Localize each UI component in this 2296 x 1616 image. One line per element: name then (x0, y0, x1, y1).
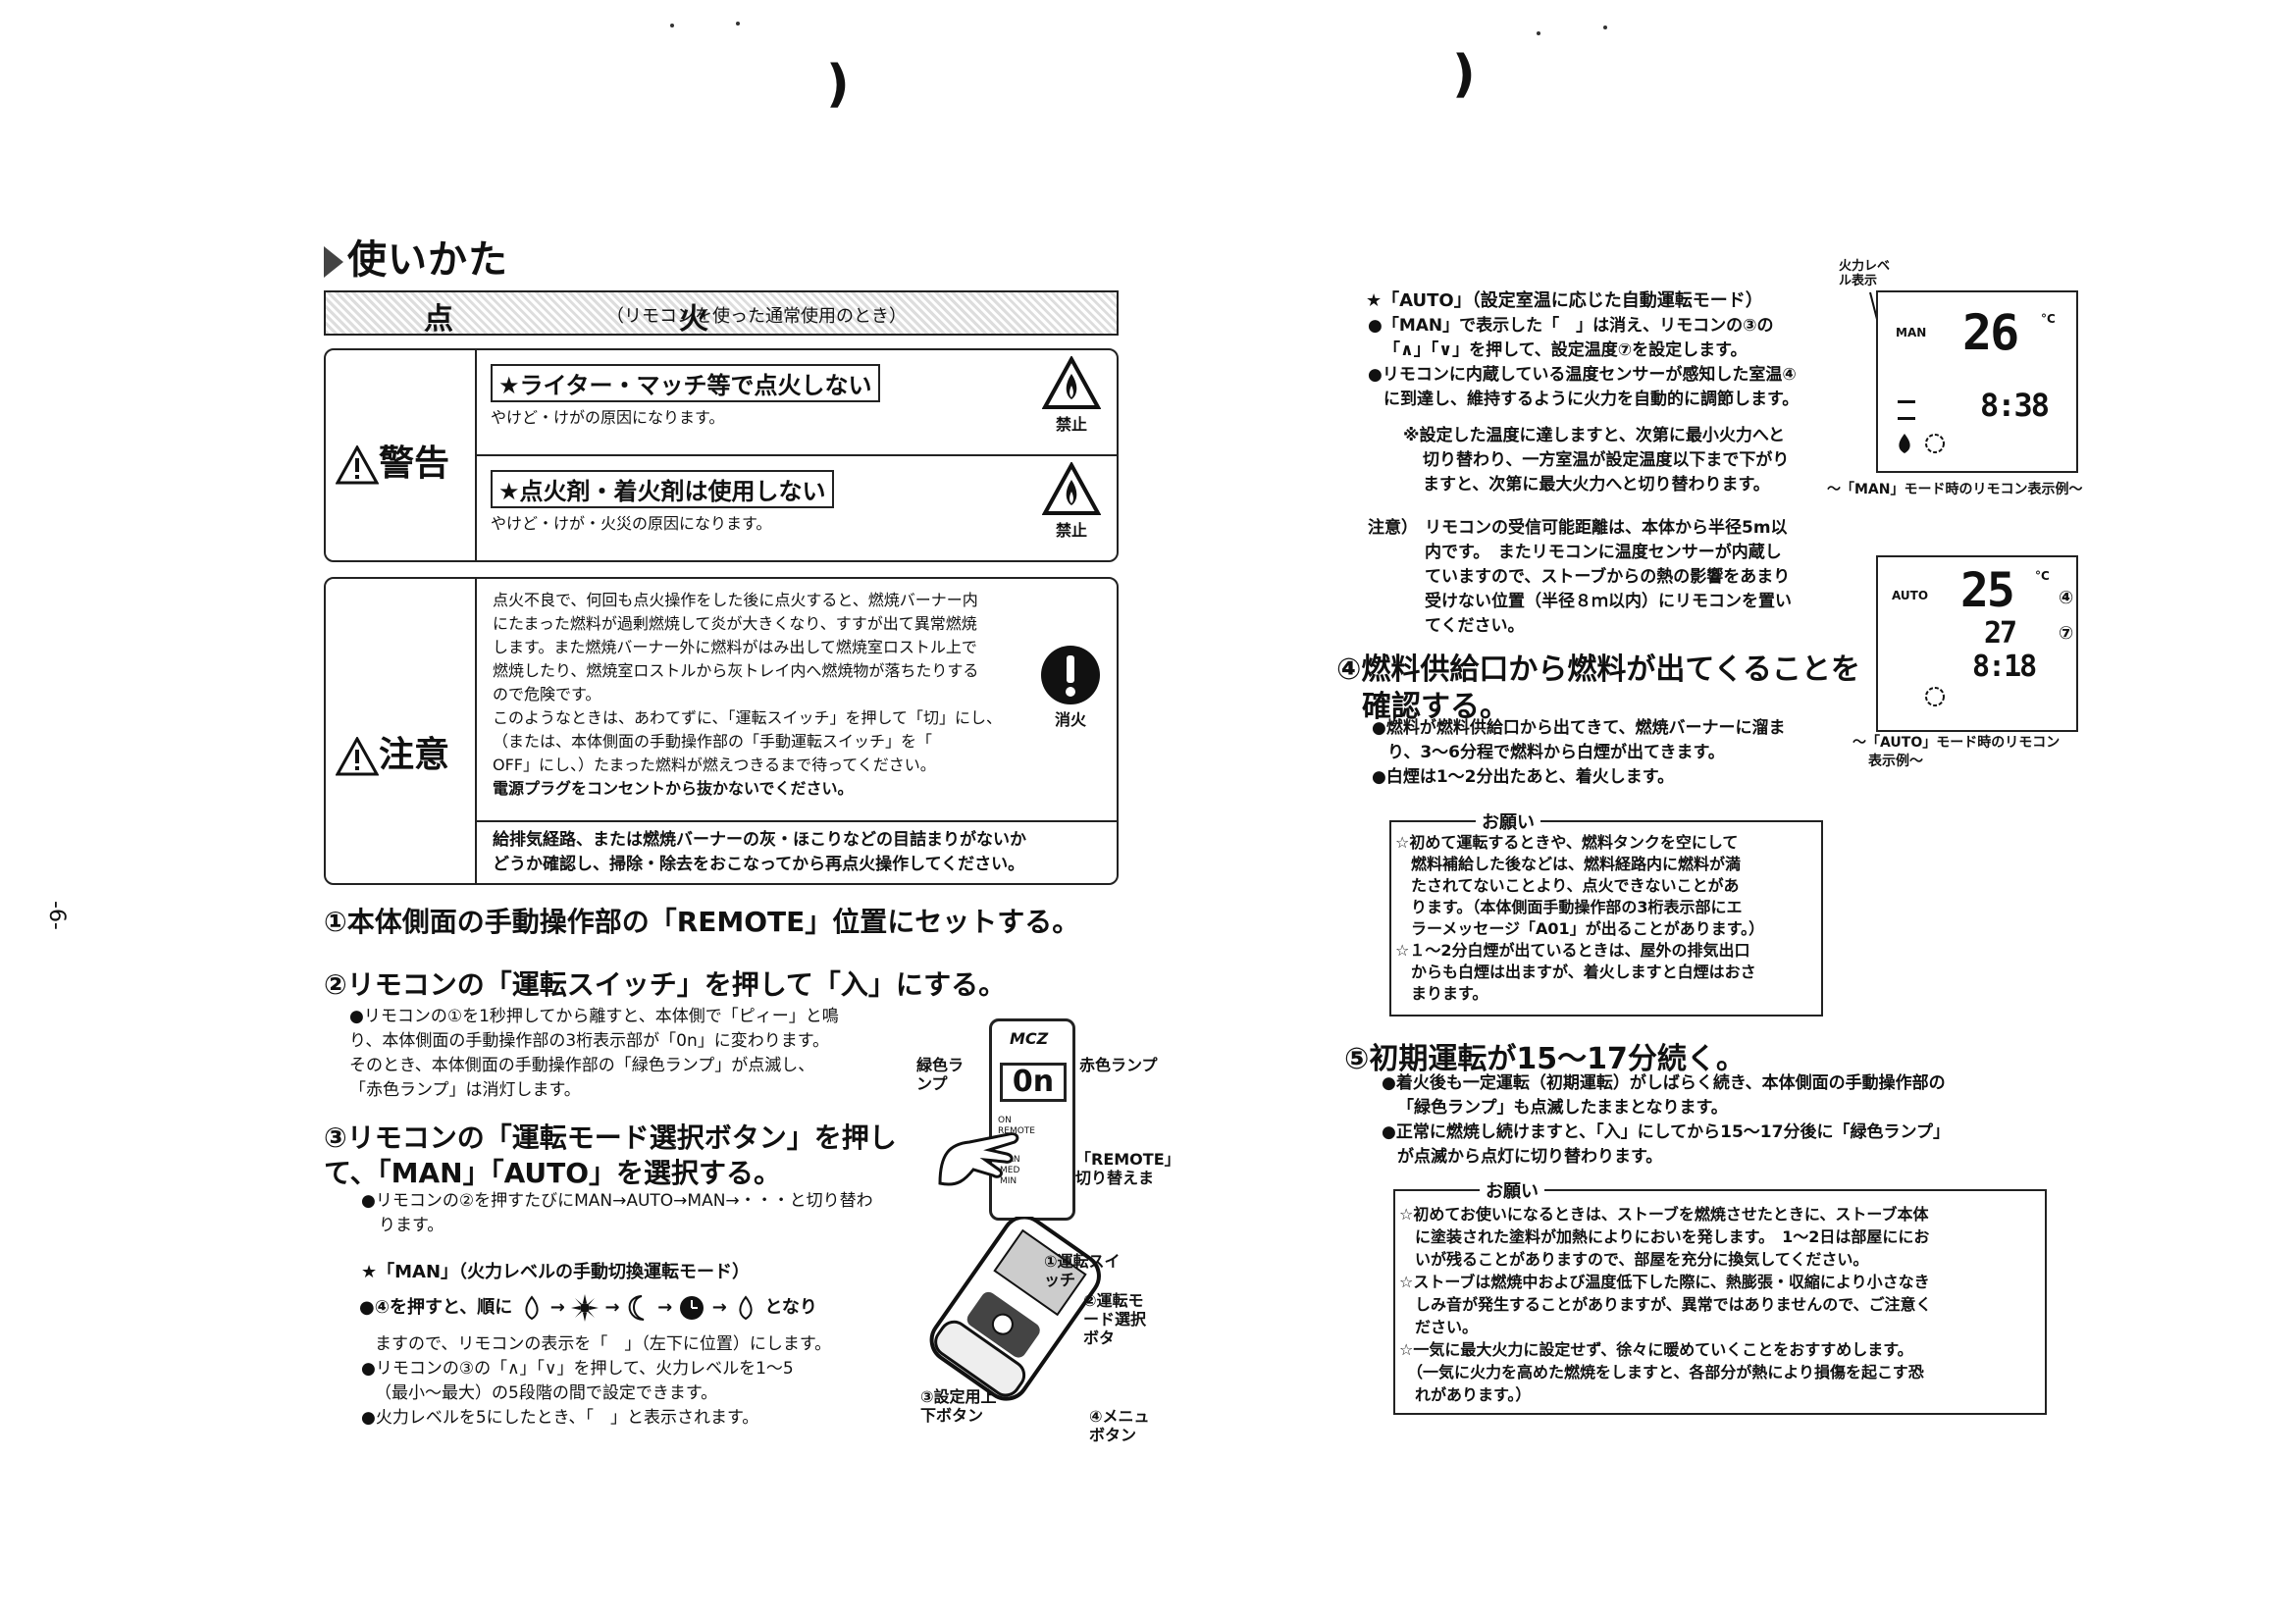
scan-dot (1603, 26, 1607, 29)
step2-body: ●リモコンの①を1秒押してから離すと、本体側で「ピィー」と鳴 り、本体側面の手動… (349, 1007, 839, 1100)
remote-label-3: ③設定用上下ボタン (920, 1387, 997, 1425)
reception-note-label: 注意） (1368, 518, 1418, 538)
caution-triangle-icon (336, 737, 379, 776)
red-lamp-label: 赤色ランプ (1079, 1056, 1158, 1074)
caution-footer: 給排気経路、または燃焼バーナーの灰・ほこりなどの目詰まりがないか どうか確認し、… (493, 830, 1026, 874)
warning-body-1: やけど・けがの原因になります。 (491, 408, 725, 427)
step4-heading: ④燃料供給口から燃料が出てくることを 確認する。 (1336, 652, 1860, 724)
prohibit-mark-2: 禁止 (1041, 460, 1102, 540)
warning-body-2: やけど・けが・火災の原因になります。 (491, 514, 772, 533)
request-body-2: ☆初めてお使いになるときは、ストーブを燃焼させたときに、ストーブ本体 に塗装され… (1399, 1205, 1932, 1404)
extinguish-mark: 消火 (1036, 644, 1105, 729)
binding-mark-right: ) (1452, 45, 1476, 104)
step1-heading: ①本体側面の手動操作部の「REMOTE」位置にセットする。 (324, 906, 1080, 938)
step5-body: ●着火後も一定運転（初期運転）がしばらく続き、本体側面の手動操作部の 「緑色ラン… (1382, 1073, 1950, 1167)
auto-mode-body: ●「MAN」で表示した「 」は消え、リモコンの③の 「∧」「∨」を押して、設定温… (1368, 316, 1800, 409)
man-mode-sequence: ●④を押すと、順に → → → → となり (359, 1293, 817, 1323)
lcd-auto-unit: °C (2035, 569, 2050, 583)
warning-triangle-icon (336, 445, 379, 485)
request-title-1: お願い (1476, 808, 1540, 834)
warning-heading-1: ★ライター・マッチ等で点火しない (491, 364, 880, 402)
request-body-1: ☆初めて運転するときや、燃料タンクを空にして 燃料補給した後などは、燃料経路内に… (1395, 833, 1765, 1003)
caution-label: 注意 (336, 726, 449, 777)
lcd-auto-set-temp: 27 (1984, 616, 2017, 651)
lcd-man-caption: ～「MAN」モード時のリモコン表示例～ (1827, 482, 2083, 497)
warning-item-1: ★ライター・マッチ等で点火しない やけど・けがの原因になります。 (491, 364, 880, 430)
ignition-heading: 点 火 (424, 302, 807, 337)
clock-icon (680, 1296, 704, 1320)
lcd-man-display: MAN 26 °C 8:38 (1876, 290, 2078, 473)
lcd-auto-display: AUTO 25 °C 27 8:18 (1876, 555, 2078, 732)
scan-dot (1537, 31, 1540, 35)
remote-label-2: ②運転モード選択ボタ (1083, 1291, 1147, 1347)
lcd-auto-mode: AUTO (1892, 589, 1929, 602)
extinguish-icon (1041, 646, 1100, 704)
moon-icon (628, 1295, 645, 1321)
lcd-auto-temp: 25 (1960, 563, 2015, 618)
step3-heading: ③リモコンの「運転モード選択ボタン」を押し て、「MAN」「AUTO」を選択する… (324, 1121, 897, 1189)
triangle-bullet-icon (324, 246, 343, 278)
panel-brand: MCZ (1010, 1029, 1049, 1048)
scan-dot (736, 22, 740, 26)
auto-mode-heading: ★「AUTO」（設定室温に応じた自動運転モード） (1366, 290, 1763, 311)
caution-text: 点火不良で、何回も点火操作をした後に点火すると、燃焼バーナー内 にたまった燃料が… (493, 591, 1003, 798)
warning-item-2: ★点火剤・着火剤は使用しない やけど・けが・火災の原因になります。 (491, 470, 834, 536)
warning-label: 警告 (336, 435, 449, 486)
no-fire-icon (1041, 354, 1102, 409)
scan-dot (670, 24, 674, 27)
page-number: -6- (44, 901, 69, 930)
fire-level-label: 火力レベル表示 (1839, 259, 1891, 288)
lcd-auto-caption: ～「AUTO」モード時のリモコン 表示例～ (1852, 735, 2061, 769)
hand-icon (938, 1132, 1019, 1186)
auto-mode-note: ※設定した温度に達しますと、次第に最小火力へと 切り替わり、一方室温が設定温度以… (1403, 426, 1790, 495)
flame-icon (524, 1295, 539, 1321)
fire-level-bars (1898, 400, 1915, 420)
flame-icon (1899, 434, 1910, 453)
lcd-man-unit: °C (2041, 312, 2056, 326)
lcd-man-temp: 26 (1962, 304, 2019, 361)
step3-body: ●リモコンの②を押すたびにMAN→AUTO→MAN→・・・と切り替わ ります。 (361, 1191, 873, 1235)
request-box-1: お願い ☆初めて運転するときや、燃料タンクを空にして 燃料補給した後などは、燃料… (1389, 808, 1823, 1017)
prohibit-mark-1: 禁止 (1041, 354, 1102, 434)
remote-control-figure (929, 1217, 1101, 1401)
lcd-man-time: 8:38 (1980, 387, 2050, 424)
warning-box: 警告 ★ライター・マッチ等で点火しない やけど・けがの原因になります。 禁止 ★… (324, 348, 1119, 562)
remote-switch-label: 「REMOTE」切り替えま (1075, 1150, 1180, 1187)
fan-icon (571, 1294, 600, 1322)
lcd-auto-time: 8:18 (1972, 650, 2037, 684)
remote-label-1: ①運転スイッチ (1044, 1252, 1121, 1289)
flame-icon (739, 1295, 753, 1321)
fan-icon (1925, 687, 1945, 706)
request-box-2: お願い ☆初めてお使いになるときは、ストーブを燃焼させたときに、ストーブ本体 に… (1393, 1177, 2047, 1415)
lcd-auto-marker-room: ④ (2059, 588, 2074, 608)
page-title: 使いかた (324, 228, 508, 285)
lcd-auto-marker-set: ⑦ (2059, 623, 2074, 644)
warning-heading-2: ★点火剤・着火剤は使用しない (491, 470, 834, 508)
step2-heading: ②リモコンの「運転スイッチ」を押して「入」にする。 (324, 968, 1007, 1001)
panel-display: 0n (1000, 1063, 1067, 1102)
green-lamp-label: 緑色ランプ (916, 1056, 965, 1093)
lcd-man-mode: MAN (1896, 326, 1927, 339)
reception-note-body: リモコンの受信可能距離は、本体から半径5m以 内です。 またリモコンに温度センサ… (1425, 518, 1792, 636)
ignition-header-bar: 点 火 （リモコンを使った通常使用のとき） (324, 290, 1119, 337)
fan-icon (1925, 434, 1945, 453)
ignition-subheading: （リモコンを使った通常使用のとき） (606, 306, 907, 327)
request-title-2: お願い (1480, 1177, 1544, 1203)
caution-box: 注意 点火不良で、何回も点火操作をした後に点火すると、燃焼バーナー内 にたまった… (324, 577, 1119, 885)
man-mode-body: ますので、リモコンの表示を「 」（左下に位置）にします。 ●リモコンの③の「∧」… (361, 1334, 832, 1428)
man-mode-heading: ★「MAN」（火力レベルの手動切換運転モード） (361, 1262, 751, 1282)
step4-body: ●燃料が燃料供給口から出てきて、燃焼バーナーに溜ま り、3～6分程で燃料から白煙… (1372, 718, 1786, 787)
binding-mark-left: ) (826, 55, 850, 114)
step5-heading: ⑤初期運転が15～17分続く。 (1344, 1042, 1746, 1076)
remote-label-4: ④メニュボタン (1089, 1407, 1150, 1444)
no-fire-icon (1041, 460, 1102, 515)
